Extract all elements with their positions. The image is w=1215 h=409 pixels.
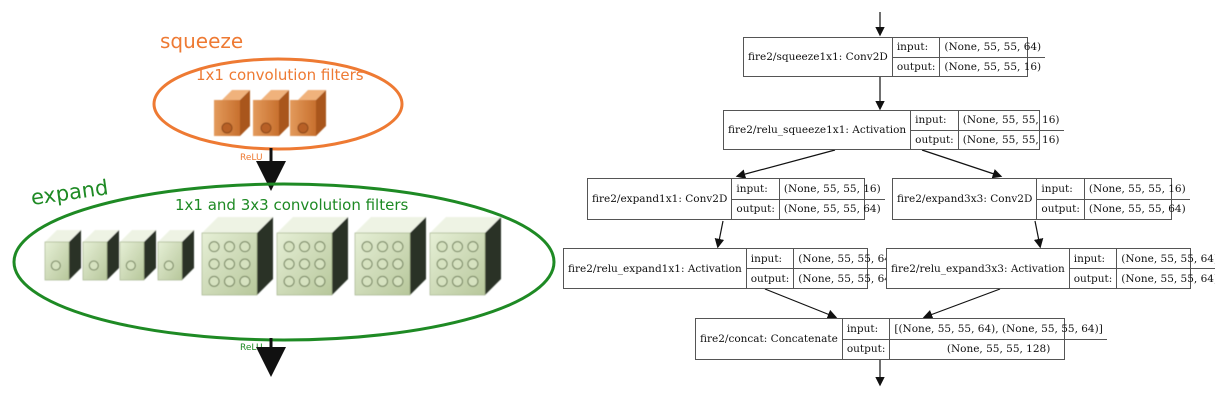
expand-ellipse xyxy=(12,182,556,342)
edge-relu1x1-concat xyxy=(764,288,838,319)
relu-expand-label: ReLU xyxy=(240,343,263,353)
node-name: fire2/concat: Concatenate xyxy=(700,333,838,345)
input-shape: (None, 55, 55, 16) xyxy=(783,182,881,195)
output-shape: (None, 55, 55, 16) xyxy=(940,56,1046,77)
node-name: fire2/squeeze1x1: Conv2D xyxy=(748,51,888,63)
input-label: input: xyxy=(896,41,929,54)
edge-relu-expand1x1 xyxy=(735,149,836,179)
squeeze-ellipse xyxy=(152,57,404,151)
node-relu-expand1x1: fire2/relu_expand1x1: Activation input: o… xyxy=(563,248,900,289)
expand-1x1-filter xyxy=(119,230,156,281)
edge-relu-expand3x3 xyxy=(921,149,1003,179)
node-name: fire2/expand3x3: Conv2D xyxy=(897,193,1033,205)
input-shape: (None, 55, 55, 64) xyxy=(1121,252,1215,265)
edge-relu3x3-concat xyxy=(922,288,1001,319)
output-label: output: xyxy=(892,56,940,77)
output-label: output: xyxy=(1069,268,1117,288)
input-shape: (None, 55, 55, 16) xyxy=(962,114,1060,127)
expand-1x1-filter xyxy=(82,230,119,281)
expand-3x3-filter xyxy=(276,217,348,296)
output-shape: (None, 55, 55, 64) xyxy=(779,198,885,220)
node-relu-expand3x3: fire2/relu_expand3x3: Activation input: o… xyxy=(886,248,1215,289)
relu-squeeze-label: ReLU xyxy=(240,153,263,163)
layer-graph: fire2/squeeze1x1: Conv2D input: output: (… xyxy=(560,0,1215,404)
input-shape: (None, 55, 55, 16) xyxy=(1088,182,1186,195)
fire-module-illustration: squeeze 1x1 convolution filters ReLU exp… xyxy=(0,0,560,404)
output-shape: (None, 55, 55, 16) xyxy=(958,129,1064,150)
node-squeeze1x1: fire2/squeeze1x1: Conv2D input: output: (… xyxy=(743,37,1046,77)
input-shape: (None, 55, 55, 64) xyxy=(944,41,1042,54)
output-label: output: xyxy=(911,129,958,150)
input-label: input: xyxy=(1073,252,1106,265)
output-shape: (None, 55, 55, 128) xyxy=(890,338,1107,360)
node-relu-squeeze1x1: fire2/relu_squeeze1x1: Activation input:… xyxy=(723,110,1064,150)
squeeze-filter xyxy=(290,90,326,136)
squeeze-filters xyxy=(214,90,326,136)
node-name: fire2/relu_expand3x3: Activation xyxy=(891,262,1065,275)
squeeze-title: squeeze xyxy=(160,29,243,53)
expand-subtitle: 1x1 and 3x3 convolution filters xyxy=(175,196,409,214)
output-label: output: xyxy=(1037,198,1084,220)
squeeze-filter xyxy=(253,90,289,136)
output-label: output: xyxy=(732,198,779,220)
squeeze-filter xyxy=(214,90,250,136)
node-name: fire2/relu_expand1x1: Activation xyxy=(568,262,742,275)
input-label: input: xyxy=(915,114,947,127)
expand-3x3-filter xyxy=(429,217,501,296)
expand-3x3-filter xyxy=(354,217,426,296)
expand-1x1-filter xyxy=(157,230,194,281)
node-expand3x3: fire2/expand3x3: Conv2D input: output: (N… xyxy=(892,178,1190,220)
input-shape: [(None, 55, 55, 64), (None, 55, 55, 64)] xyxy=(894,322,1103,335)
output-shape: (None, 55, 55, 64) xyxy=(1117,268,1215,288)
input-label: input: xyxy=(1041,182,1073,195)
node-concat: fire2/concat: Concatenate input:output: … xyxy=(695,318,1107,360)
squeeze-subtitle: 1x1 convolution filters xyxy=(196,66,364,84)
input-label: input: xyxy=(736,182,768,195)
node-name: fire2/relu_squeeze1x1: Activation xyxy=(728,124,907,136)
expand-filters xyxy=(44,217,501,296)
graph-edges xyxy=(714,12,1044,387)
output-shape: (None, 55, 55, 64) xyxy=(794,268,900,288)
input-shape: (None, 55, 55, 64) xyxy=(798,252,896,265)
expand-3x3-filter xyxy=(201,217,273,296)
node-expand1x1: fire2/expand1x1: Conv2D input: output: (N… xyxy=(587,178,885,220)
output-label: output: xyxy=(746,268,794,288)
input-label: input: xyxy=(750,252,783,265)
input-label: input: xyxy=(846,322,879,335)
output-label: output: xyxy=(842,338,890,360)
expand-1x1-filter xyxy=(44,230,81,281)
edge-expand1x1-relu xyxy=(714,220,725,249)
node-name: fire2/expand1x1: Conv2D xyxy=(592,193,728,205)
edge-expand3x3-relu xyxy=(1033,220,1044,249)
output-shape: (None, 55, 55, 64) xyxy=(1084,198,1190,220)
